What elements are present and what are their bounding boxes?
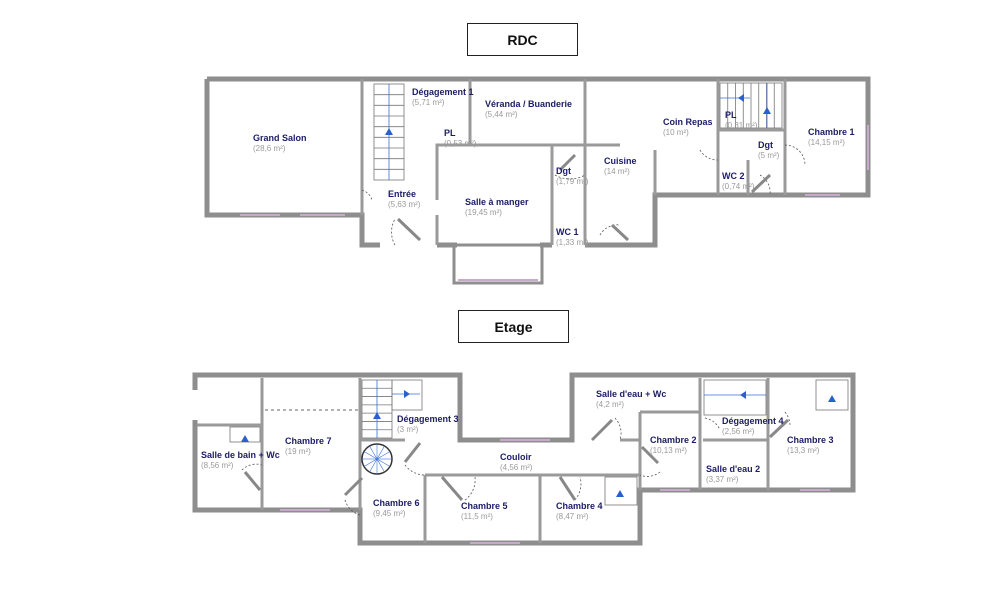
- room-name-v-randa-buanderie: Véranda / Buanderie: [485, 99, 572, 109]
- stair-arrow-icon: [404, 390, 410, 398]
- room-name-dgt: Dgt: [556, 166, 571, 176]
- stair-arrow-icon: [616, 490, 624, 497]
- room-area: (1,33 m²): [556, 238, 589, 247]
- room-name-wc-1: WC 1: [556, 227, 579, 237]
- room-name-salle-manger: Salle à manger: [465, 197, 529, 207]
- etage-doors: [241, 411, 791, 516]
- room-name-coin-repas: Coin Repas: [663, 117, 713, 127]
- rdc-staircase-2: [719, 82, 783, 129]
- room-area: (3,37 m²): [706, 475, 739, 484]
- room-name-wc-2: WC 2: [722, 171, 745, 181]
- room-area: (19 m²): [285, 447, 311, 456]
- stair-arrow-icon: [241, 435, 249, 442]
- room-name-chambre-1: Chambre 1: [808, 127, 855, 137]
- room-area: (5 m²): [758, 151, 780, 160]
- stair-arrow-icon: [385, 128, 393, 135]
- room-name-couloir: Couloir: [500, 452, 532, 462]
- room-area: (5,44 m²): [485, 110, 518, 119]
- etage-staircases: [229, 379, 849, 506]
- room-name-d-gagement-1: Dégagement 1: [412, 87, 474, 97]
- room-name-chambre-3: Chambre 3: [787, 435, 834, 445]
- room-area: (0,31 m²): [725, 121, 758, 130]
- room-name-grand-salon: Grand Salon: [253, 133, 307, 143]
- room-area: (5,71 m²): [412, 98, 445, 107]
- room-name-chambre-6: Chambre 6: [373, 498, 420, 508]
- room-area: (4,56 m²): [500, 463, 533, 472]
- room-area: (28,6 m²): [253, 144, 286, 153]
- room-area: (19,45 m²): [465, 208, 502, 217]
- etage-walls: [192, 372, 856, 546]
- room-name-salle-de-bain-wc: Salle de bain + Wc: [201, 450, 280, 460]
- room-name-dgt: Dgt: [758, 140, 773, 150]
- rdc-staircase-1: [373, 83, 405, 181]
- room-name-d-gagement-4: Dégagement 4: [722, 416, 784, 426]
- room-name-entr-e: Entrée: [388, 189, 416, 199]
- room-name-chambre-5: Chambre 5: [461, 501, 508, 511]
- room-name-pl: PL: [725, 110, 737, 120]
- room-name-salle-d-eau-wc: Salle d'eau + Wc: [596, 389, 666, 399]
- room-area: (3 m²): [397, 425, 419, 434]
- room-name-pl: PL: [444, 128, 456, 138]
- room-area: (8,47 m²): [556, 512, 589, 521]
- room-name-salle-d-eau-2: Salle d'eau 2: [706, 464, 760, 474]
- rdc-doors: [361, 144, 806, 246]
- rdc-room-labels: Grand Salon(28,6 m²) Dégagement 1(5,71 m²…: [253, 87, 855, 247]
- room-area: (14 m²): [604, 167, 630, 176]
- room-area: (10,13 m²): [650, 446, 687, 455]
- room-area: (8,56 m²): [201, 461, 234, 470]
- room-area: (11,5 m²): [461, 512, 493, 521]
- room-name-chambre-2: Chambre 2: [650, 435, 697, 445]
- rdc-walls: [204, 76, 871, 285]
- stair-arrow-icon: [828, 395, 836, 402]
- room-area: (10 m²): [663, 128, 689, 137]
- room-area: (0,74 m²): [722, 182, 755, 191]
- room-area: (5,63 m²): [388, 200, 421, 209]
- room-area: (1,79 m²): [556, 177, 589, 186]
- room-area: (2,56 m²): [722, 427, 755, 436]
- room-area: (0,53 m²): [444, 139, 477, 148]
- room-area: (4,2 m²): [596, 400, 624, 409]
- stair-arrow-icon: [763, 107, 771, 114]
- room-name-chambre-4: Chambre 4: [556, 501, 603, 511]
- etage-title: Etage: [458, 310, 569, 343]
- room-name-d-gagement-3: Dégagement 3: [397, 414, 459, 424]
- stair-arrow-icon: [738, 94, 744, 102]
- stair-arrow-icon: [740, 391, 746, 399]
- room-area: (9,45 m²): [373, 509, 406, 518]
- stair-arrow-icon: [373, 412, 381, 419]
- room-area: (13,3 m²): [787, 446, 820, 455]
- room-area: (14,15 m²): [808, 138, 845, 147]
- room-name-chambre-7: Chambre 7: [285, 436, 332, 446]
- etage-room-labels: Salle de bain + Wc(8,56 m²) Chambre 7(19 …: [201, 389, 834, 521]
- room-name-cuisine: Cuisine: [604, 156, 637, 166]
- rdc-title: RDC: [467, 23, 578, 56]
